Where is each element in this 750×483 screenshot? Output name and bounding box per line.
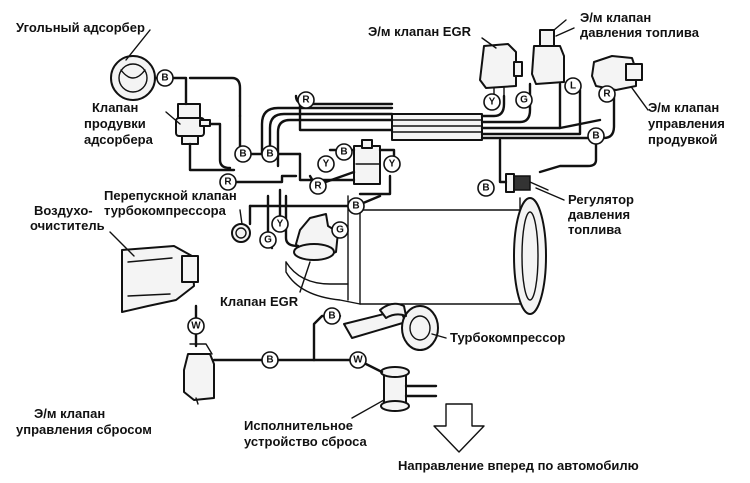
tag-g-lower-right: G (331, 221, 349, 239)
svg-text:B: B (482, 183, 489, 194)
tag-b-regulator: B (477, 179, 495, 197)
label-purge-valve-2: продувки (84, 116, 146, 131)
tag-r-center: R (309, 177, 327, 195)
text-labels: Угольный адсорбер Клапан продувки адсорб… (16, 10, 725, 473)
svg-text:B: B (340, 147, 347, 158)
label-forward-direction: Направление вперед по автомобилю (398, 458, 639, 473)
turbocharger-unit (343, 302, 439, 351)
tag-y-egr: Y (483, 93, 501, 111)
svg-text:B: B (161, 73, 168, 84)
label-purge-ctrl-3: продувкой (648, 132, 717, 147)
svg-text:G: G (520, 95, 528, 106)
label-egr-solenoid: Э/м клапан EGR (368, 24, 472, 39)
purge-control-solenoid (591, 55, 643, 91)
label-bypass-valve-2: турбокомпрессора (104, 203, 227, 218)
tag-g-egr: G (515, 91, 533, 109)
tag-y-lower: Y (271, 215, 289, 233)
label-purge-valve-1: Клапан (92, 100, 138, 115)
label-wastegate-actuator-2: устройство сброса (244, 434, 368, 449)
fuel-pressure-regulator (505, 173, 549, 193)
svg-text:W: W (191, 321, 201, 332)
tag-w-actuator: W (349, 351, 367, 369)
svg-text:Y: Y (489, 97, 496, 108)
svg-text:Y: Y (323, 159, 330, 170)
tag-b-canister: B (156, 69, 174, 87)
svg-text:R: R (314, 181, 322, 192)
svg-text:B: B (352, 201, 359, 212)
tag-y-right-center: Y (383, 155, 401, 173)
turbo-bypass-valve (231, 223, 251, 243)
label-purge-valve-3: адсорбера (84, 132, 154, 147)
tag-b-purge-ctrl: B (587, 127, 605, 145)
label-purge-ctrl-2: управления (648, 116, 725, 131)
tag-b-purge: B (234, 145, 252, 163)
tag-b-wastegate: B (261, 351, 279, 369)
svg-text:B: B (239, 149, 246, 160)
svg-text:W: W (353, 355, 363, 366)
fuel-pressure-solenoid (531, 19, 567, 85)
air-cleaner (121, 245, 199, 313)
purge-valve (175, 103, 211, 145)
label-air-cleaner-2: очиститель (30, 218, 105, 233)
tag-r-purge: R (219, 173, 237, 191)
svg-text:G: G (336, 225, 344, 236)
tag-y-center: Y (317, 155, 335, 173)
label-carbon-canister: Угольный адсорбер (16, 20, 145, 35)
svg-text:B: B (592, 131, 599, 142)
label-egr-valve: Клапан EGR (220, 294, 299, 309)
engine-block (285, 195, 547, 315)
forward-arrow-icon (433, 403, 485, 453)
tag-g-lower-left: G (259, 231, 277, 249)
tag-b-turbo: B (323, 307, 341, 325)
label-bypass-valve-1: Перепускной клапан (104, 188, 237, 203)
egr-valve (293, 213, 339, 261)
label-turbocharger: Турбокомпрессор (450, 330, 565, 345)
svg-text:L: L (570, 81, 576, 92)
label-wastegate-actuator-1: Исполнительное (244, 418, 353, 433)
egr-solenoid (479, 43, 523, 101)
intake-manifold-junction (353, 139, 381, 185)
label-regulator-1: Регулятор (568, 192, 634, 207)
tag-b-mid: B (261, 145, 279, 163)
label-wastegate-solenoid-1: Э/м клапан (34, 406, 105, 421)
svg-text:R: R (224, 177, 232, 188)
wastegate-control-solenoid (183, 343, 215, 401)
hose-bundle (391, 113, 483, 141)
svg-text:G: G (264, 235, 272, 246)
label-regulator-2: давления (568, 207, 630, 222)
tag-w-aircleaner: W (187, 317, 205, 335)
hose-tags: B B R R B Y R B Y B Y G G Y G L R B B W … (156, 69, 616, 369)
label-purge-ctrl-1: Э/м клапан (648, 100, 719, 115)
label-air-cleaner-1: Воздухо- (34, 203, 93, 218)
svg-text:R: R (302, 95, 310, 106)
tag-b-bypass: B (347, 197, 365, 215)
label-wastegate-solenoid-2: управления сбросом (16, 422, 152, 437)
tag-r-purge-ctrl: R (598, 85, 616, 103)
svg-text:B: B (266, 355, 273, 366)
svg-text:Y: Y (389, 159, 396, 170)
carbon-canister (110, 55, 156, 101)
svg-text:B: B (328, 311, 335, 322)
label-fuel-solenoid-1: Э/м клапан (580, 10, 651, 25)
label-fuel-solenoid-2: давления топлива (580, 25, 700, 40)
svg-text:B: B (266, 149, 273, 160)
tag-l-fuel: L (564, 77, 582, 95)
leader-lines (109, 27, 649, 419)
svg-text:Y: Y (277, 219, 284, 230)
svg-text:R: R (603, 89, 611, 100)
label-regulator-3: топлива (568, 222, 622, 237)
tag-b-center: B (335, 143, 353, 161)
tag-r-top: R (297, 91, 315, 109)
wastegate-actuator (380, 366, 438, 412)
